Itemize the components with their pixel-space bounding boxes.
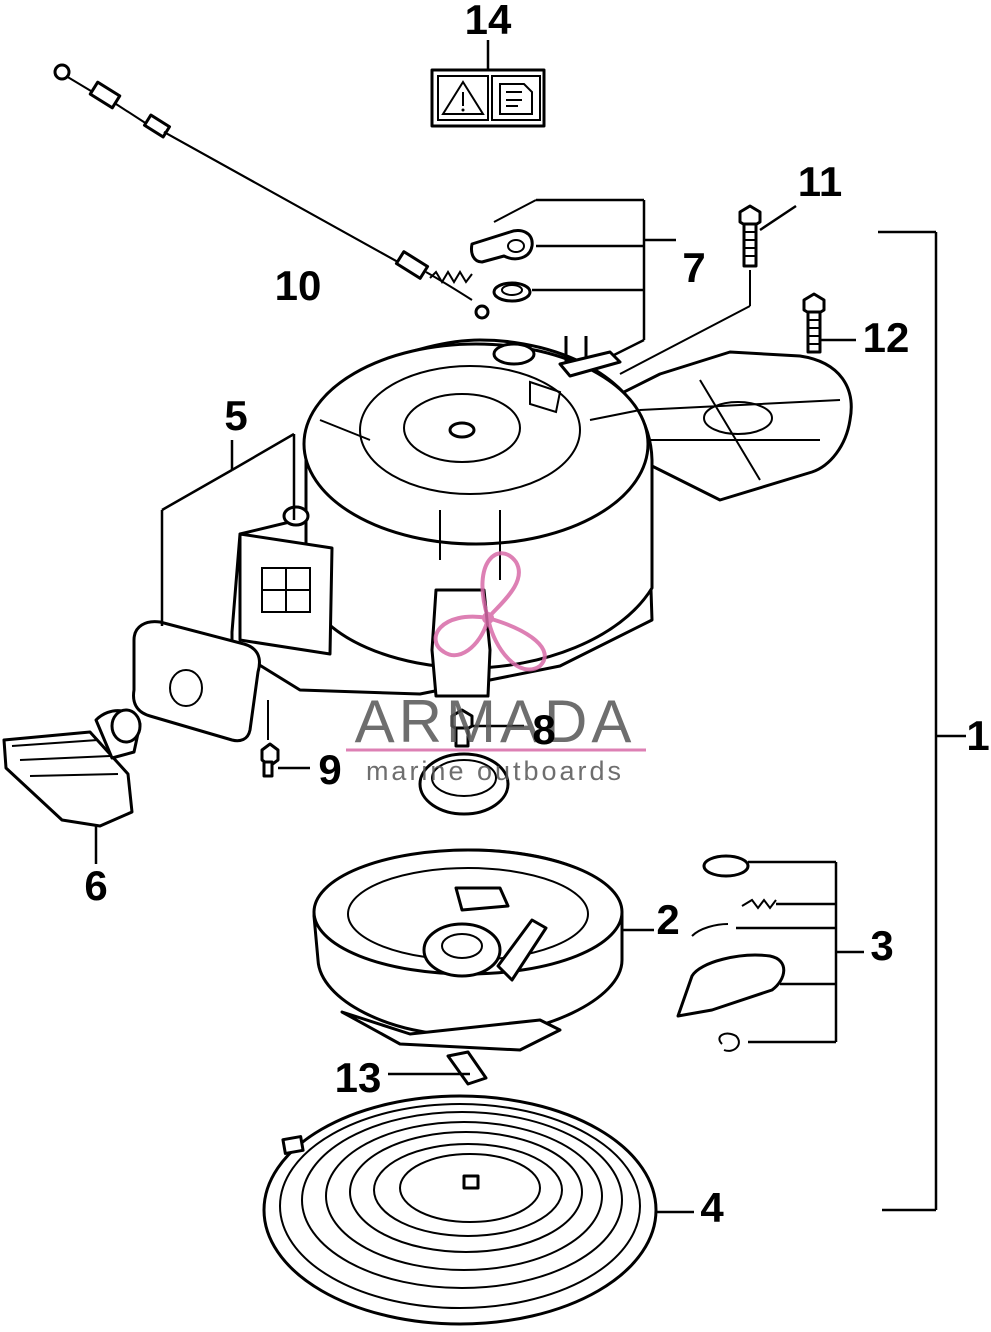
rope-guide-part: [132, 432, 296, 743]
callout-11: 11: [798, 158, 842, 205]
callout-5: 5: [224, 392, 247, 439]
armada-watermark: ARMADA marine outboards: [346, 551, 646, 786]
rope-drum-part: [312, 848, 654, 1052]
callout-1: 1: [966, 712, 989, 759]
callout-4: 4: [700, 1184, 724, 1231]
callout-6: 6: [84, 862, 107, 909]
callout-8: 8: [532, 706, 555, 753]
recoil-spring-part: [262, 1094, 694, 1326]
starter-cable-part: [53, 63, 490, 320]
manual-book-icon: [491, 75, 541, 121]
pawl-part: [388, 1050, 488, 1086]
watermark-tagline: marine outboards: [366, 756, 624, 786]
callout-2: 2: [656, 896, 679, 943]
screw-part-9: [260, 700, 310, 778]
spring-kit-part: [676, 854, 864, 1052]
warning-label-part: [430, 40, 546, 128]
callout-14: 14: [465, 0, 512, 43]
propeller-logo-icon: [433, 551, 547, 672]
starter-handle-part: [2, 708, 142, 864]
starter-housing-part: [230, 336, 853, 698]
bolt-part-8: [418, 708, 524, 816]
bolt-part-12: [802, 292, 856, 354]
callout-9: 9: [318, 746, 341, 793]
callout-13: 13: [335, 1054, 382, 1101]
warning-triangle-icon: [437, 75, 489, 121]
bolt-part-11: [619, 204, 797, 375]
watermark-brand: ARMADA: [355, 688, 636, 755]
assembly-bracket: [878, 230, 966, 1212]
callout-7: 7: [682, 244, 705, 291]
starter-lock-part: [470, 198, 676, 362]
callout-3: 3: [870, 922, 893, 969]
callout-10: 10: [275, 262, 322, 309]
callout-12: 12: [863, 314, 910, 361]
